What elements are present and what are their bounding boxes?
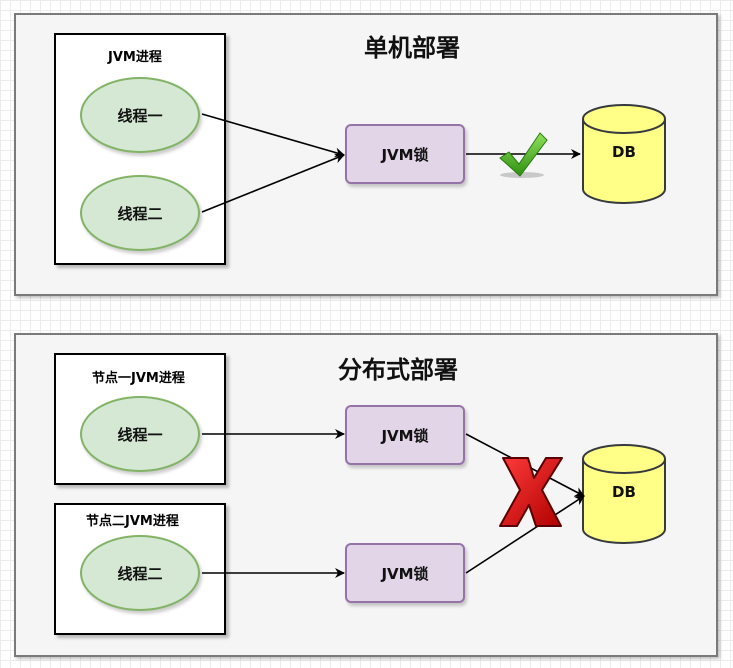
node-two-process-label: 节点二JVM进程 [86, 514, 179, 529]
jvm-lock: JVM锁 [345, 124, 465, 184]
shared-database-label: DB [612, 483, 636, 501]
thread-two: 线程二 [80, 175, 200, 251]
thread-one: 线程一 [80, 77, 200, 153]
node-two-jvm-lock: JVM锁 [345, 543, 465, 603]
jvm-process-label: JVM进程 [108, 50, 162, 65]
database-cylinder-icon [582, 104, 666, 204]
database: DB [581, 103, 667, 205]
lock-two-to-db-arrow [465, 495, 585, 574]
shared-database-cylinder-icon [582, 444, 666, 544]
node-two-thread: 线程二 [80, 535, 200, 611]
database-label: DB [612, 143, 636, 161]
node-one-process-label: 节点一JVM进程 [92, 371, 185, 386]
distributed-deployment-title: 分布式部署 [338, 356, 458, 384]
node-one-thread: 线程一 [80, 396, 200, 472]
check-mark-icon [499, 132, 548, 178]
single-deployment-title: 单机部署 [364, 34, 460, 62]
node-one-jvm-lock: JVM锁 [345, 405, 465, 465]
red-x-icon [499, 457, 563, 527]
thread-one-to-lock-arrow [201, 113, 345, 158]
shared-database: DB [581, 443, 667, 545]
thread-two-to-lock-arrow [201, 153, 345, 213]
